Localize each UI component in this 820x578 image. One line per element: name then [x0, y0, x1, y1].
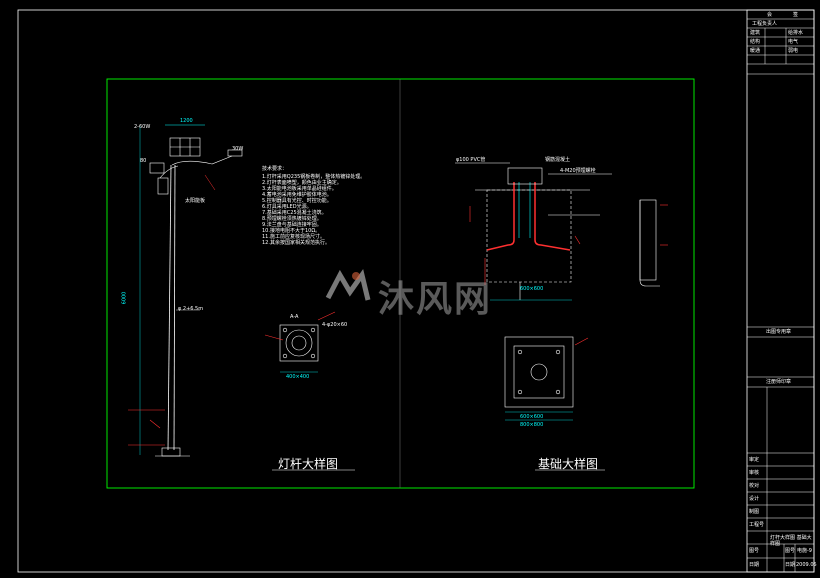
tb-header-right: 签	[793, 12, 799, 18]
base-label: φ 2+6.5m	[178, 306, 204, 312]
pvc-label: φ100 PVC管	[456, 157, 486, 163]
note-line: 9.法兰盘与基础连接牢固。	[262, 222, 322, 228]
notes-title: 技术要求：	[262, 166, 288, 172]
tb-bottom-row: 设计	[749, 496, 760, 502]
note-line: 10.接地电阻不大于10Ω。	[262, 228, 321, 234]
tb-bottom-row: 图号	[749, 548, 760, 554]
tb-row: 结构	[750, 39, 761, 45]
tb-stamp1: 出图专用章	[766, 329, 792, 335]
watermark-logo-icon	[325, 269, 371, 301]
note-line: 12.其余按国家相关规范执行。	[262, 240, 330, 246]
tb-row-right: 暖通	[750, 48, 761, 54]
note-line: 7.基础采用C25混凝土浇筑。	[262, 210, 327, 216]
note-line: 1.灯杆采用Q235钢板卷制，整体热镀锌处理。	[262, 174, 366, 180]
pole-height-label: 6000	[121, 291, 128, 305]
bolt-label: 4-φ20×60	[322, 322, 348, 328]
panel-label: 2-60W	[134, 124, 151, 130]
battery-label: 太阳能板	[185, 198, 206, 204]
anchor-bolt-detail	[639, 199, 668, 287]
note-line: 4.蓄电池采用免维护胶体电池。	[262, 192, 332, 198]
tb-bottom-row: 校对	[749, 483, 760, 489]
flange-dim-label: 400×400	[286, 374, 310, 380]
note-line: 2.灯杆表面喷塑，颜色由业主确定。	[262, 180, 342, 186]
rebar-label: 钢筋混凝土	[545, 157, 571, 163]
tb-row: 工程负责人	[752, 21, 778, 27]
title-block-grid	[747, 18, 814, 572]
tb-bottom-row: 日期	[749, 562, 760, 568]
tb-header-left: 会	[767, 12, 773, 18]
watermark-text: 沐风网	[378, 279, 493, 320]
tb-row: 电气	[788, 39, 799, 45]
foundation-plan	[504, 336, 589, 421]
notes-list: 1.灯杆采用Q235钢板卷制，整体热镀锌处理。 2.灯杆表面喷塑，颜色由业主确定…	[262, 174, 372, 246]
section-dim-label: 600×600	[520, 286, 544, 292]
panel-width-label: 1200	[180, 118, 193, 124]
tb-bottom-row: 审核	[749, 470, 760, 476]
tb-row-right: 给排水	[788, 30, 804, 36]
note-line: 8.预埋螺栓须热镀锌处理。	[262, 216, 322, 222]
tb-bottom-row: 审定	[749, 457, 760, 463]
title-block	[746, 9, 815, 573]
foundation-section-drawing	[455, 162, 612, 301]
left-drawing-title: 灯杆大样图	[278, 457, 339, 471]
bottom-dim-label: 800×800	[520, 422, 544, 428]
light-pole-drawing	[128, 124, 243, 457]
tb-bottom-row: 工程号	[749, 522, 765, 528]
tb-date-label: 日期	[785, 562, 796, 568]
tb-row: 建筑	[750, 30, 761, 36]
right-drawing-title: 基础大样图	[538, 457, 599, 471]
plan-dim-label: 600×600	[520, 414, 544, 420]
note-line: 3.太阳能电池板采用单晶硅组件。	[262, 186, 337, 192]
tb-row-right: 弱电	[788, 48, 799, 54]
tb-bottom-row: 制图	[749, 509, 760, 515]
tb-sheet-no: 电施-9	[797, 548, 812, 554]
tb-drawing-name: 灯杆大样图 基础大样图	[770, 535, 812, 547]
tb-date: 2009.05	[796, 562, 817, 568]
note-line: 11.施工前应复核现场尺寸。	[262, 234, 325, 240]
note-line: 6.灯具采用LED光源。	[262, 204, 312, 210]
bolt-note-label: 4-M20预埋螺栓	[560, 168, 596, 174]
tb-sheet-label: 图号	[785, 548, 796, 554]
controller-label: 80	[140, 158, 147, 164]
drawing-border	[106, 78, 695, 489]
pole-base-section	[264, 311, 336, 373]
tb-stamp2: 注册师印章	[766, 379, 792, 385]
note-line: 5.控制器具有光控、时控功能。	[262, 198, 332, 204]
section-label: A-A	[290, 314, 299, 320]
lamp-label: 30W	[232, 146, 244, 152]
